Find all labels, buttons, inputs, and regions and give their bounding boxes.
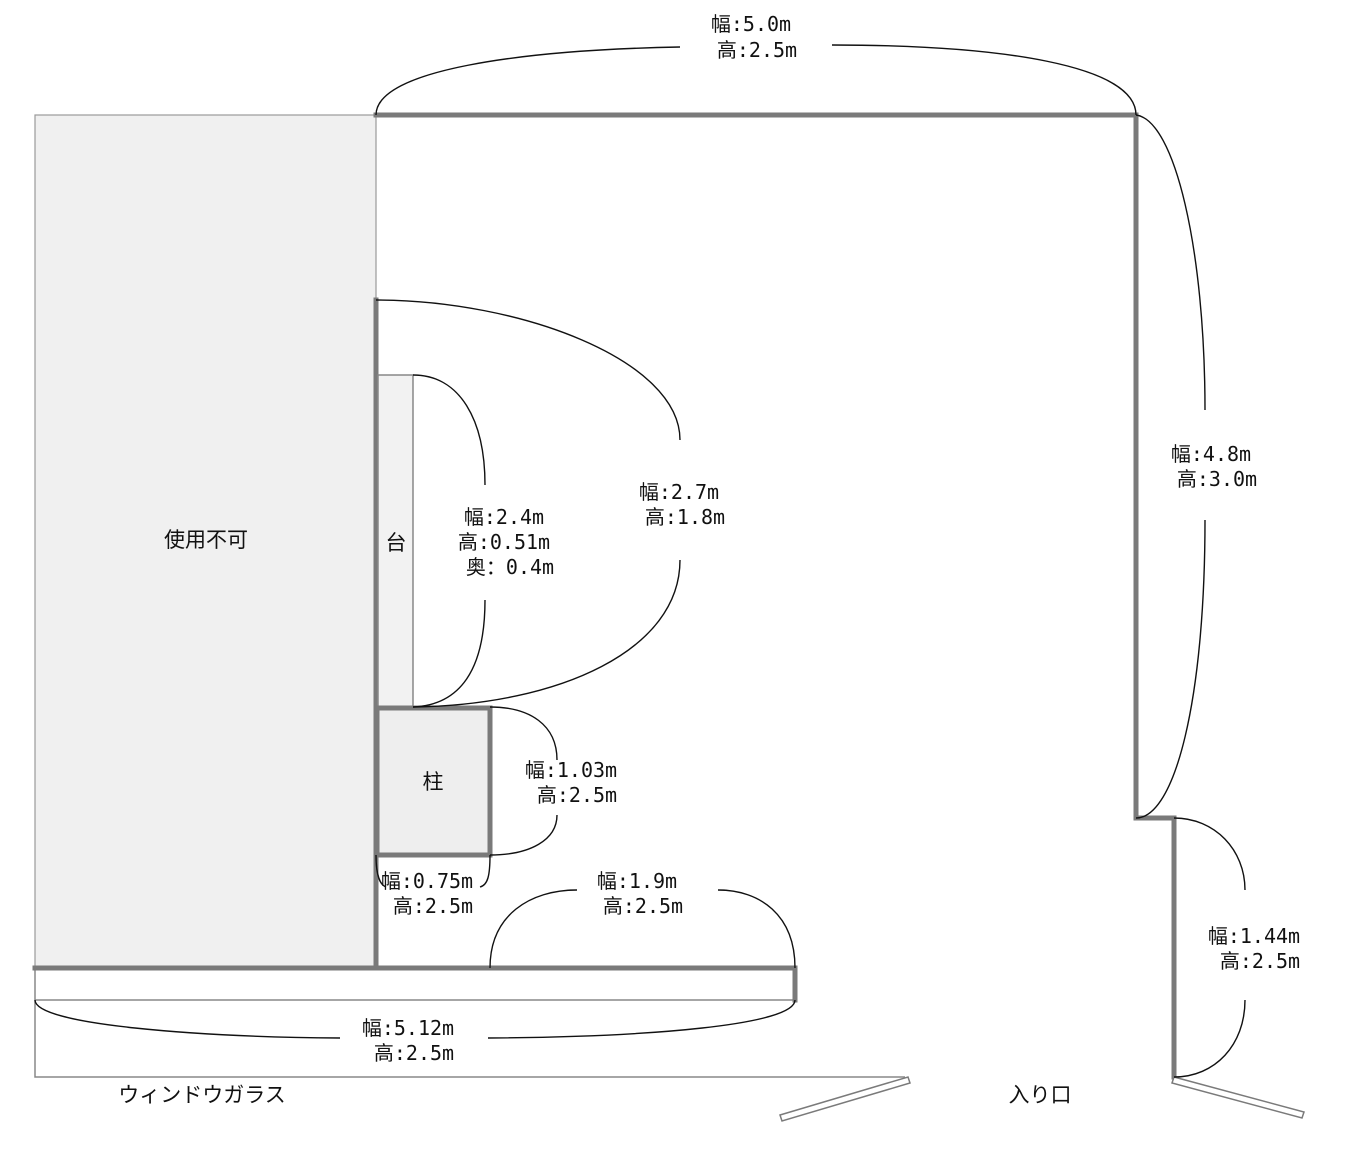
inner-wall-dimension-arc — [375, 299, 681, 708]
window-glass-label: ウィンドウガラス — [118, 1083, 286, 1107]
entrance-door — [1171, 1076, 1305, 1119]
top-wall-dimension-label: 幅:5.0m 高:2.5m — [711, 12, 803, 62]
unusable-area-label: 使用不可 — [164, 528, 248, 552]
bottom-wall — [32, 965, 798, 1003]
bottom-segment-dimension-arc — [489, 889, 796, 969]
top-wall — [373, 112, 1177, 1080]
stand — [377, 374, 414, 708]
pillar-bottom-dimension-label: 幅:0.75m 高:2.5m — [381, 869, 485, 918]
bottom-wall-dimension-arc — [34, 999, 796, 1039]
pillar-side-dimension-arc — [489, 706, 558, 856]
stand-dimension-arc — [412, 374, 486, 708]
bottom-wall-dimension-label: 幅:5.12m 高:2.5m — [362, 1016, 466, 1065]
unusable-area — [34, 114, 377, 969]
window-door — [779, 1076, 911, 1122]
pillar — [374, 705, 493, 858]
pillar-label: 柱 — [423, 770, 444, 794]
stand-label: 台 — [386, 531, 407, 555]
pillar-side-dimension-label: 幅:1.03m 高:2.5m — [525, 758, 629, 807]
top-wall-dimension-arc — [375, 44, 1137, 116]
entrance-dimension-label: 幅:1.44m 高:2.5m — [1208, 924, 1312, 973]
pillar-bottom-dimension-arc — [375, 854, 491, 888]
inner-wall-dimension-label: 幅:2.7m 高:1.8m — [639, 480, 731, 529]
stand-dimension-label: 幅:2.4m 高:0.51m 奥：0.4m — [458, 505, 562, 579]
window-glass-line — [34, 968, 905, 1078]
entrance-label: 入り口 — [1009, 1083, 1072, 1107]
bottom-segment-dimension-label: 幅:1.9m 高:2.5m — [597, 869, 689, 918]
right-wall-dimension-label: 幅:4.8m 高:3.0m — [1171, 442, 1263, 491]
right-wall-dimension-arc — [1135, 114, 1206, 819]
entrance-dimension-arc — [1173, 817, 1246, 1078]
